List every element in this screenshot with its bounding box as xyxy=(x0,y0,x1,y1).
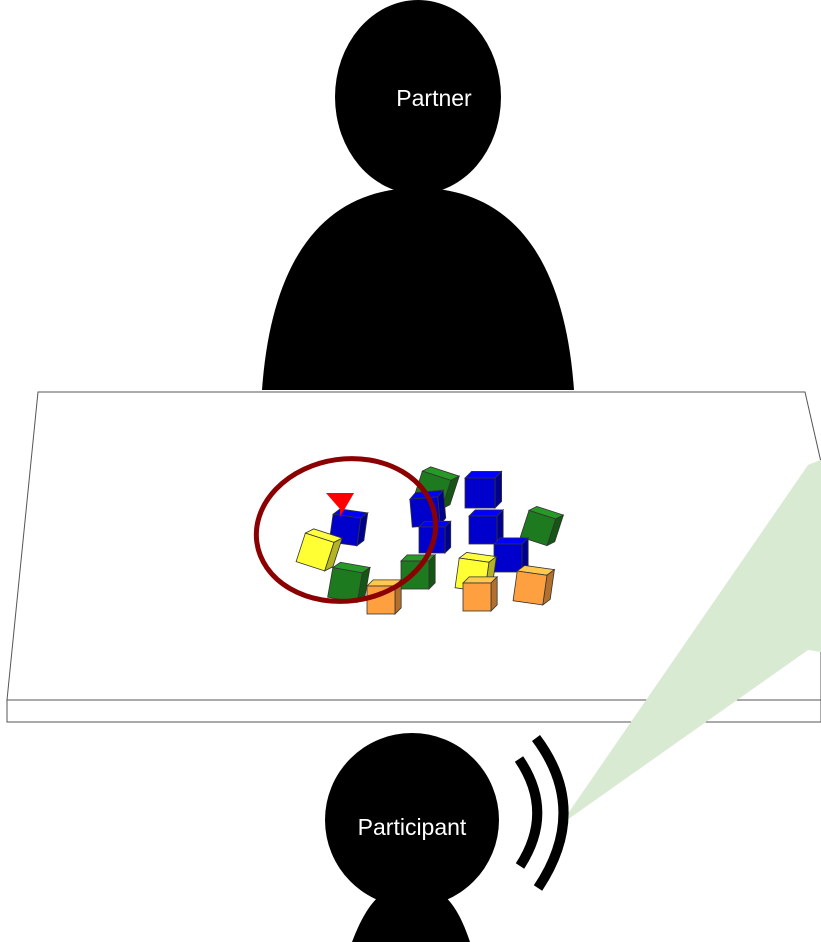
speech-bubble-tail xyxy=(560,460,821,825)
speech-wave-inner xyxy=(514,756,543,869)
speech-waves-icon xyxy=(514,735,569,891)
partner-body xyxy=(262,188,574,390)
block-orange-cube xyxy=(512,565,556,606)
speech-wave-outer xyxy=(531,735,569,891)
participant-figure: Participant xyxy=(325,733,499,942)
block-blue-cube xyxy=(464,470,503,509)
participant-label: Participant xyxy=(358,814,467,840)
pointer-arrow-icon xyxy=(326,493,354,517)
block-green-cube xyxy=(519,505,565,547)
partner-label: Partner xyxy=(396,85,472,111)
block-yellow-cube xyxy=(295,528,344,572)
block-blue-cube xyxy=(468,508,505,545)
block-pile xyxy=(295,466,565,615)
block-orange-cube xyxy=(462,575,499,612)
selection-circle xyxy=(253,456,439,604)
partner-head xyxy=(335,0,501,194)
table-top xyxy=(6,391,821,701)
block-green-cube xyxy=(327,561,372,604)
table xyxy=(6,391,821,723)
block-blue-cube xyxy=(493,536,530,573)
block-orange-cube xyxy=(366,578,403,615)
participant-head xyxy=(325,733,499,907)
partner-figure: Partner xyxy=(262,0,574,390)
